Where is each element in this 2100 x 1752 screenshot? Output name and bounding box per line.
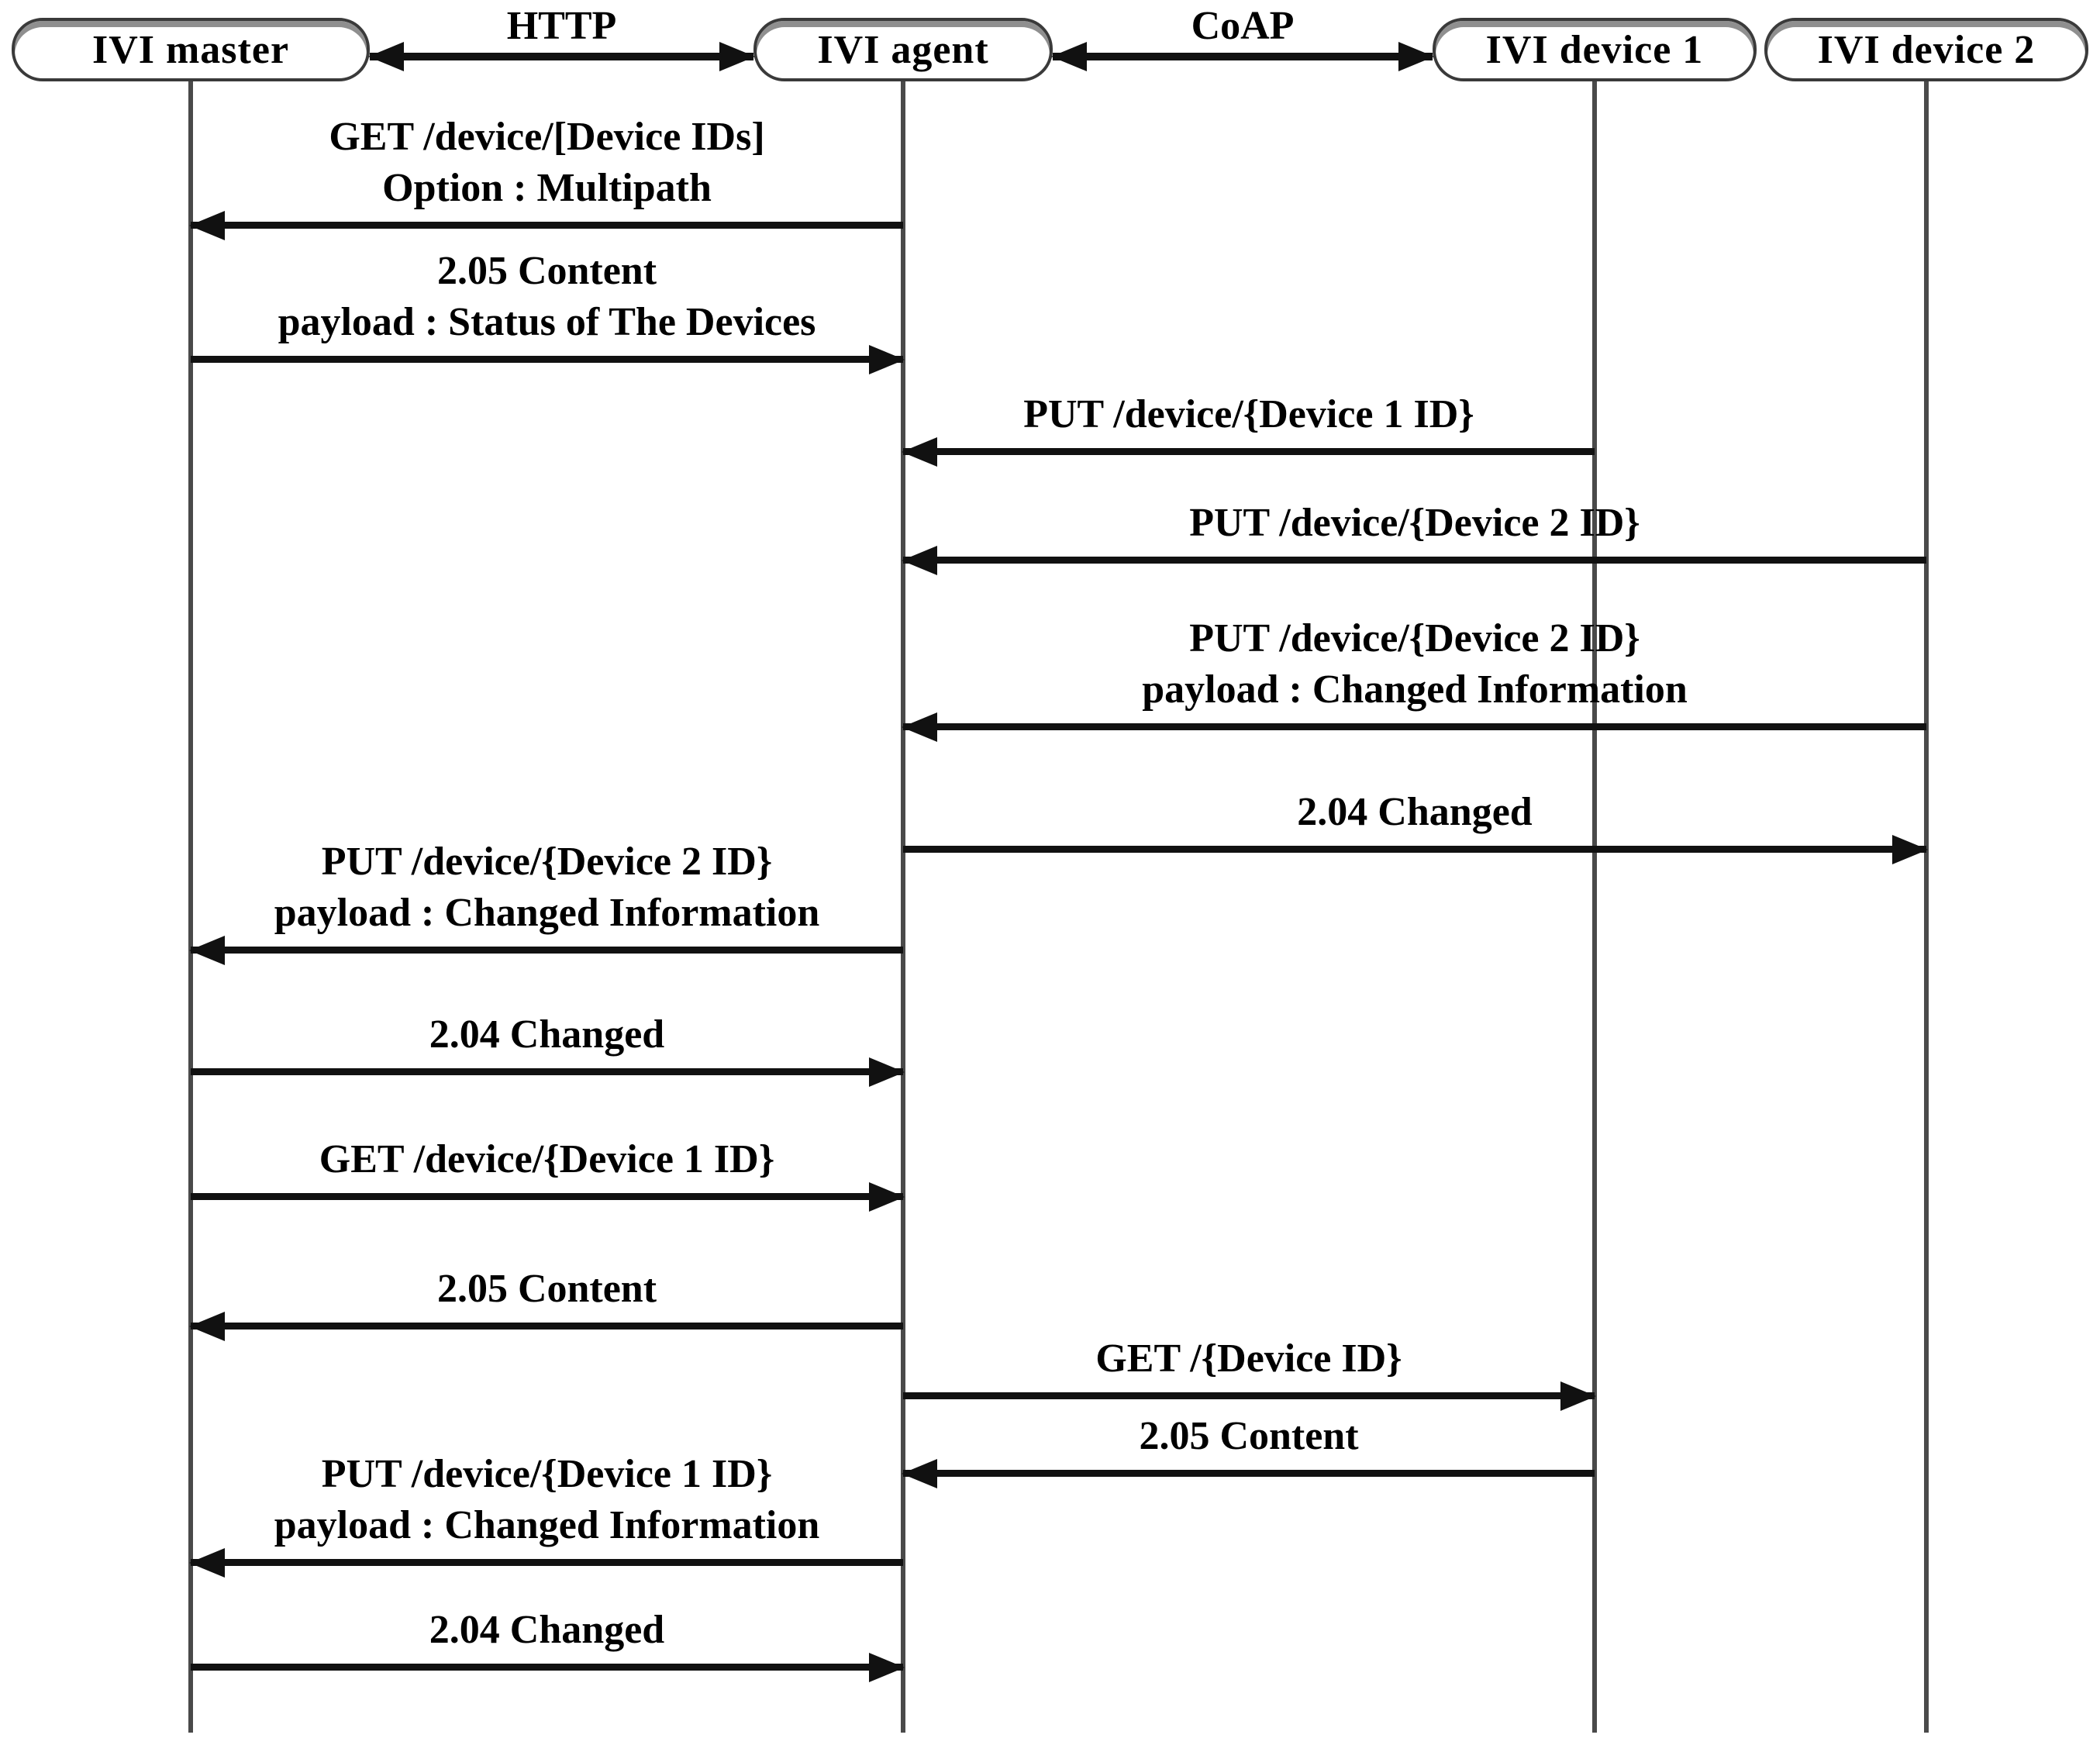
message-label: GET /device/[Device IDs] Option : Multip… xyxy=(191,112,903,214)
message-text: PUT /device/{Device 2 ID} xyxy=(1189,501,1640,545)
message-arrow xyxy=(903,1381,1596,1411)
arrowhead-left-icon xyxy=(1051,42,1087,71)
message-arrow xyxy=(189,1547,903,1578)
arrowhead-left-icon xyxy=(902,712,937,742)
message-arrow xyxy=(902,545,1926,575)
http-double-arrow xyxy=(368,42,755,71)
message-label: 2.04 Changed xyxy=(191,1009,903,1061)
message-label: 2.05 Content payload : Status of The Dev… xyxy=(191,246,903,348)
actor-box-ivi-device-2: IVI device 2 xyxy=(1764,18,2088,81)
message-arrow xyxy=(903,834,1928,864)
message-label: GET /device/{Device 1 ID} xyxy=(191,1134,903,1185)
message-text: payload : Changed Information xyxy=(274,891,820,935)
arrowhead-right-icon xyxy=(1398,42,1434,71)
protocol-label-http: HTTP xyxy=(506,4,617,48)
message-text: GET /{Device ID} xyxy=(1095,1336,1402,1381)
message-label: PUT /device/{Device 2 ID} payload : Chan… xyxy=(191,836,903,939)
message-text: payload : Changed Information xyxy=(274,1503,820,1547)
message-label: PUT /device/{Device 1 ID} payload : Chan… xyxy=(191,1449,903,1551)
actor-box-ivi-agent: IVI agent xyxy=(753,18,1053,81)
message-text: payload : Status of The Devices xyxy=(278,300,816,344)
actor-label-ivi-device-2: IVI device 2 xyxy=(1817,27,2036,72)
message-text: 2.05 Content xyxy=(436,1267,657,1311)
message-arrow xyxy=(902,436,1595,467)
message-arrow xyxy=(189,1311,903,1341)
message-text: 2.04 Changed xyxy=(429,1012,665,1057)
message-text: GET /device/[Device IDs] xyxy=(329,115,765,159)
arrowhead-left-icon xyxy=(189,935,225,965)
arrowhead-left-icon xyxy=(189,1311,225,1341)
message-label: PUT /device/{Device 2 ID} xyxy=(903,498,1926,549)
message-text: PUT /device/{Device 1 ID} xyxy=(321,1452,773,1496)
arrowhead-left-icon xyxy=(189,1547,225,1578)
message-arrow xyxy=(189,210,903,240)
message-text: PUT /device/{Device 2 ID} xyxy=(1189,616,1640,660)
arrowhead-left-icon xyxy=(902,436,937,467)
actor-label-ivi-master: IVI master xyxy=(91,27,290,72)
message-text: payload : Changed Information xyxy=(1142,667,1688,712)
arrowhead-left-icon xyxy=(902,545,937,575)
message-arrow xyxy=(902,712,1926,742)
message-text: GET /device/{Device 1 ID} xyxy=(319,1137,775,1181)
protocol-label-coap: CoAP xyxy=(1191,4,1295,48)
message-arrow xyxy=(902,1458,1595,1488)
actor-label-ivi-agent: IVI agent xyxy=(817,27,989,72)
coap-double-arrow xyxy=(1051,42,1434,71)
actor-label-ivi-device-1: IVI device 1 xyxy=(1485,27,1704,72)
message-text: Option : Multipath xyxy=(382,166,712,210)
lifeline-ivi-device-2 xyxy=(1924,81,1929,1733)
arrowhead-left-icon xyxy=(902,1458,937,1488)
message-label: GET /{Device ID} xyxy=(903,1333,1595,1385)
message-label: PUT /device/{Device 2 ID} payload : Chan… xyxy=(903,613,1926,716)
actor-box-ivi-device-1: IVI device 1 xyxy=(1433,18,1757,81)
message-label: PUT /device/{Device 1 ID} xyxy=(903,389,1595,440)
message-text: PUT /device/{Device 1 ID} xyxy=(1023,392,1474,436)
message-text: PUT /device/{Device 2 ID} xyxy=(321,840,773,884)
message-text: 2.05 Content xyxy=(1139,1414,1359,1458)
arrowhead-right-icon xyxy=(1892,834,1928,864)
message-text: 2.04 Changed xyxy=(429,1608,665,1652)
arrowhead-right-icon xyxy=(869,1652,905,1682)
arrowhead-right-icon xyxy=(869,1057,905,1087)
arrowhead-right-icon xyxy=(869,344,905,374)
message-label: 2.04 Changed xyxy=(903,787,1926,838)
message-text: 2.04 Changed xyxy=(1297,790,1533,834)
message-label: 2.04 Changed xyxy=(191,1605,903,1656)
lifeline-ivi-agent xyxy=(901,81,905,1733)
message-arrow xyxy=(191,344,905,374)
actor-box-ivi-master: IVI master xyxy=(12,18,370,81)
message-arrow xyxy=(191,1181,905,1212)
message-label: 2.05 Content xyxy=(903,1411,1595,1462)
arrowhead-left-icon xyxy=(368,42,404,71)
message-arrow xyxy=(189,935,903,965)
message-arrow xyxy=(191,1652,905,1682)
arrowhead-right-icon xyxy=(869,1181,905,1212)
message-text: 2.05 Content xyxy=(436,249,657,293)
message-label: 2.05 Content xyxy=(191,1264,903,1315)
arrowhead-left-icon xyxy=(189,210,225,240)
lifeline-ivi-device-1 xyxy=(1592,81,1597,1733)
arrowhead-right-icon xyxy=(719,42,755,71)
message-arrow xyxy=(191,1057,905,1087)
lifeline-ivi-master xyxy=(188,81,193,1733)
arrowhead-right-icon xyxy=(1560,1381,1596,1411)
